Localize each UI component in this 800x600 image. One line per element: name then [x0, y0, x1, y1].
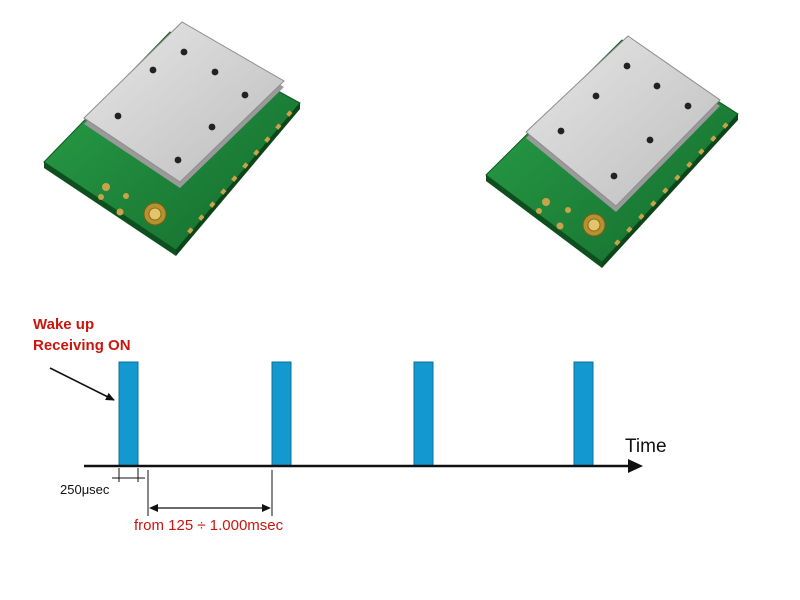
rf-module-left [43, 21, 301, 256]
wake-up-label-line1: Wake up [33, 316, 95, 333]
period-arrow-left [149, 504, 158, 512]
wake-pulse-1 [118, 361, 139, 467]
rf-module-icon [485, 35, 739, 268]
rf-module-right [485, 35, 739, 268]
time-axis-arrowhead [628, 459, 643, 473]
time-axis-label: Time [625, 436, 667, 457]
timing-diagram [49, 361, 643, 516]
wake-up-label: Wake up Receiving ON [33, 314, 131, 356]
wake-up-label-line2: Receiving ON [33, 337, 131, 354]
pulse-duration-label: 250μsec [60, 482, 110, 497]
wake-pulse-2 [271, 361, 292, 467]
period-arrow-right [262, 504, 271, 512]
wake-pointer-arrow [49, 367, 115, 401]
wake-pulse-4 [573, 361, 594, 467]
wake-pulse-3 [413, 361, 434, 467]
rf-module-icon [43, 21, 301, 256]
period-label: from 125 ÷ 1.000msec [134, 517, 284, 534]
